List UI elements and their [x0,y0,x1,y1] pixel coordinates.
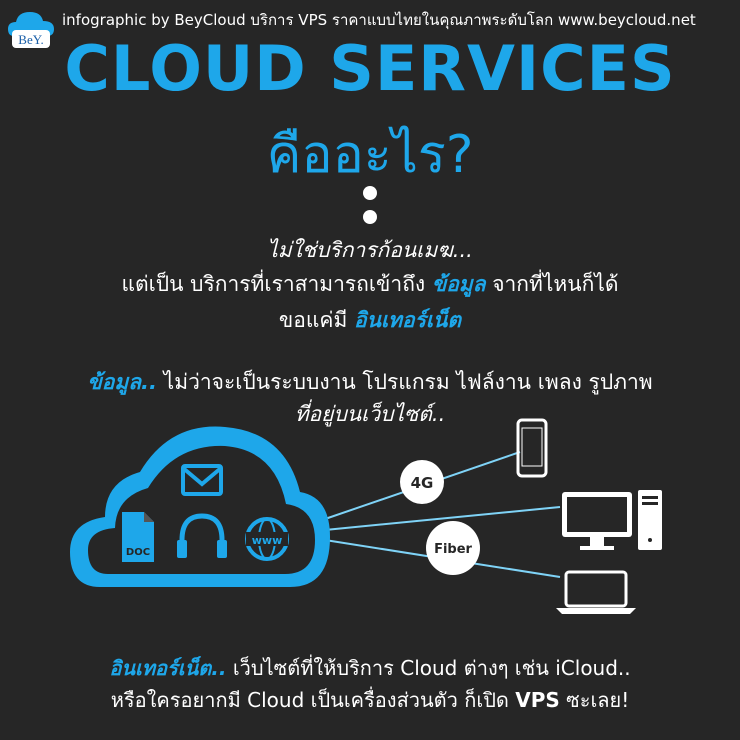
footer-line-1-text: เว็บไซต์ที่ให้บริการ Cloud ต่างๆ เช่น iC… [226,656,631,680]
header-credit: infographic by BeyCloud บริการ VPS ราคาแ… [62,11,696,29]
footer-line-1: อินเทอร์เน็ต.. เว็บไซต์ที่ให้บริการ Clou… [0,652,740,684]
data-section-text: ไม่ว่าจะเป็นระบบงาน โปรแกรม ไฟล์งาน เพลง… [157,370,653,394]
page-subtitle: คืออะไร? [266,125,474,185]
smartphone-icon [516,418,548,478]
footer-line-2-a: หรือใครอยากมี Cloud เป็นเครื่องส่วนตัว ก… [110,688,516,712]
logo-text: BeY. [18,32,43,47]
footer-line-2: หรือใครอยากมี Cloud เป็นเครื่องส่วนตัว ก… [0,684,740,716]
footer-line-2-b: ซะเลย! [559,688,630,712]
doc-label: DOC [126,547,150,558]
data-section-highlight: ข้อมูล.. [87,370,157,394]
www-label: www [252,534,283,547]
intro-line-2: แต่เป็น บริการที่เราสามารถเข้าถึง ข้อมูล… [0,268,740,301]
desktop-computer-icon [562,490,662,550]
intro-line-1: ไม่ใช่บริการก้อนเมฆ... [267,238,473,262]
beycloud-logo: BeY. [8,12,54,48]
page-title: CLOUD SERVICES [64,32,676,105]
data-section-line-2: ที่อยู่บนเว็บไซต์.. [294,402,446,426]
intro-line-2-a: แต่เป็น บริการที่เราสามารถเข้าถึง [121,272,432,296]
doc-icon: DOC [122,512,154,562]
globe-www-icon: www [245,517,289,561]
cloud-diagram: DOC www 4G Fiber [70,418,662,614]
intro-line-2-b: จากที่ไหนก็ได้ [485,272,619,296]
intro-highlight-internet: อินเทอร์เน็ต [354,308,462,332]
mail-icon [181,464,223,496]
footer-vps: VPS [515,688,560,712]
badge-fiber-label: Fiber [434,542,472,557]
intro-highlight-data: ข้อมูล [431,272,486,296]
footer-highlight-internet: อินเทอร์เน็ต.. [109,656,227,680]
headphones-icon [177,513,227,558]
connection-fiber-badge: Fiber [426,521,480,575]
badge-4g-label: 4G [411,474,434,492]
cloud-shape [70,426,330,587]
colon-dot-bottom [363,210,377,224]
intro-line-3-a: ขอแค่มี [278,308,354,332]
intro-line-3: ขอแค่มี อินเทอร์เน็ต [0,304,740,337]
connection-4g-badge: 4G [400,460,444,504]
colon-dot-top [363,186,377,200]
laptop-icon [556,570,636,614]
data-section-line-1: ข้อมูล.. ไม่ว่าจะเป็นระบบงาน โปรแกรม ไฟล… [0,366,740,399]
